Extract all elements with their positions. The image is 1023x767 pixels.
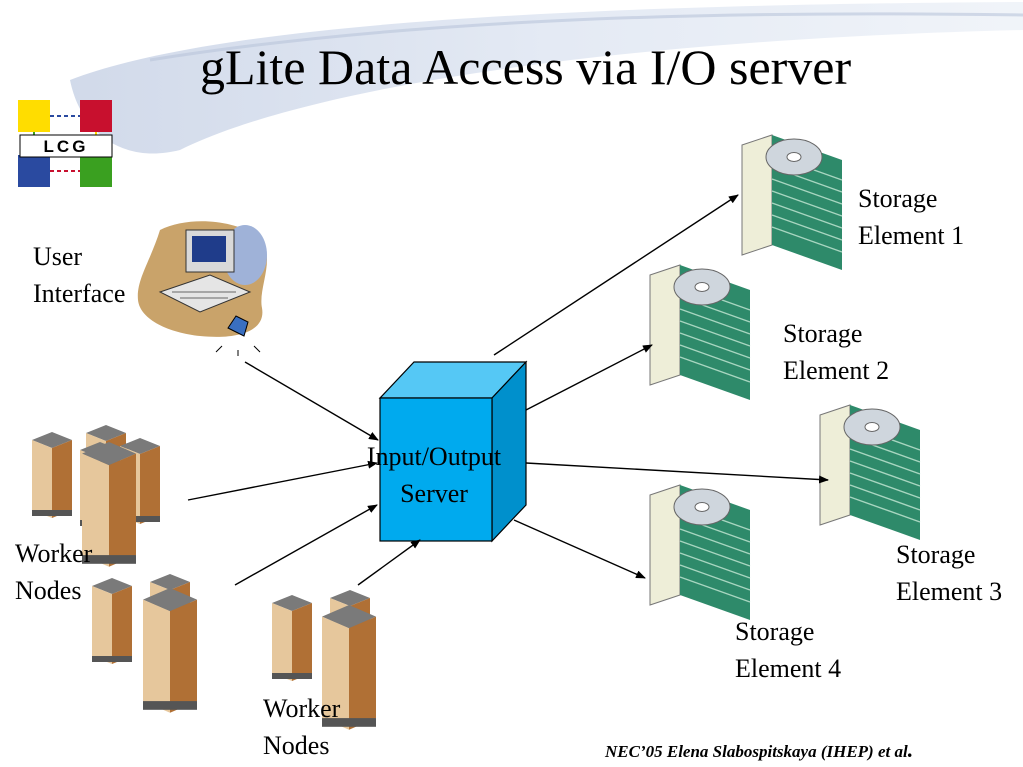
storage-element-3-line-1: Storage: [896, 540, 976, 569]
storage-stack-1: [741, 134, 843, 270]
storage-element-4-line-2: Element 4: [735, 654, 842, 683]
storage-element-2-line-2: Element 2: [783, 356, 890, 385]
arrow-workers-left-to-server: [187, 460, 378, 501]
footer-dot: .: [907, 737, 914, 762]
arrow-workers-middle-to-server: [234, 504, 378, 586]
worker-nodes-bottom-line-2: Nodes: [263, 731, 330, 760]
arrow-server-to-storage-4: [513, 519, 646, 579]
worker-nodes-left-line-2: Nodes: [15, 576, 82, 605]
storage-element-3-line-2: Element 3: [896, 577, 1003, 606]
server-label: Input/Output Server: [348, 438, 520, 512]
user-interface-label: User Interface: [33, 238, 125, 312]
lcg-logo-text: LCG: [44, 137, 89, 156]
worker-nodes-bottom-line-1: Worker: [263, 694, 341, 723]
worker-rack-group-middle: [92, 574, 197, 713]
user-interface-line-1: User: [33, 242, 83, 271]
server-label-line-2: Server: [400, 479, 468, 508]
storage-element-1-line-1: Storage: [858, 184, 938, 213]
storage-element-1-label: Storage Element 1: [858, 180, 964, 254]
arrow-server-to-storage-2: [525, 344, 653, 411]
worker-nodes-left-label: Worker Nodes: [15, 535, 92, 609]
storage-element-1-line-2: Element 1: [858, 221, 965, 250]
storage-element-3-label: Storage Element 3: [896, 536, 1002, 610]
computer-icon: [137, 221, 267, 356]
storage-stack-4: [649, 484, 751, 620]
footer-credit: NEC’05 Elena Slabospitskaya (IHEP) et al…: [605, 737, 913, 763]
arrow-server-to-storage-3: [525, 462, 829, 484]
user-interface-line-2: Interface: [33, 279, 126, 308]
server-label-line-1: Input/Output: [366, 442, 502, 471]
arrow-ui-to-server: [244, 361, 379, 441]
footer-text: NEC’05 Elena Slabospitskaya (IHEP) et al: [605, 742, 908, 761]
storage-element-2-line-1: Storage: [783, 319, 863, 348]
arrow-server-to-storage-1: [493, 194, 739, 356]
storage-element-4-line-1: Storage: [735, 617, 815, 646]
lcg-logo: LCG: [18, 100, 113, 187]
arrow-workers-bottom-to-server: [357, 539, 421, 586]
storage-stack-3: [819, 404, 921, 540]
storage-element-2-label: Storage Element 2: [783, 315, 889, 389]
io-server-box: [378, 360, 528, 543]
storage-element-4-label: Storage Element 4: [735, 613, 841, 687]
slide-title: gLite Data Access via I/O server: [200, 39, 852, 95]
worker-nodes-left-line-1: Worker: [15, 539, 93, 568]
storage-stack-2: [649, 264, 751, 400]
worker-nodes-bottom-label: Worker Nodes: [263, 690, 340, 764]
